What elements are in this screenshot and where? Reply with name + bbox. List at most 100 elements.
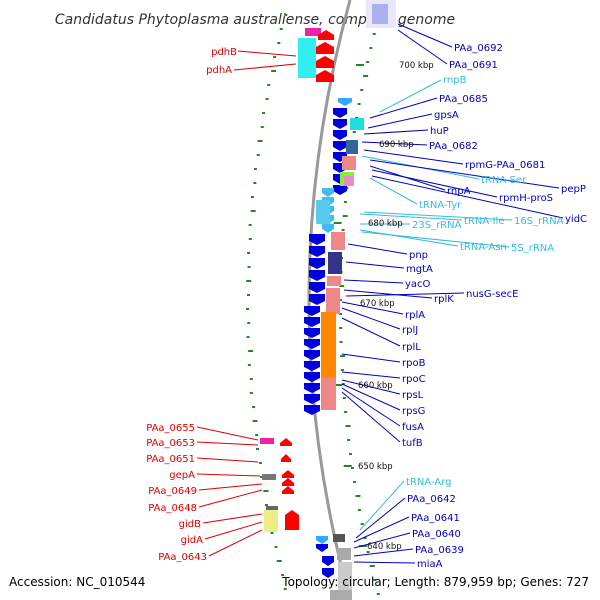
gene-label-right[interactable]: PAa_0639	[415, 545, 464, 556]
gene-label-right[interactable]: rpoC	[402, 374, 426, 385]
rna-label-right[interactable]: tRNA-Ile	[464, 216, 504, 227]
gene-label-right[interactable]: pepP	[561, 184, 586, 195]
rna-label-right[interactable]: tRNA-Asn	[460, 242, 507, 253]
gene-label-right[interactable]: rplK	[434, 294, 454, 305]
tick-mark	[357, 509, 361, 511]
gene-features	[260, 0, 396, 600]
gene-label-left[interactable]: pdhB	[211, 47, 237, 58]
label-connector	[198, 483, 263, 491]
gene-label-left[interactable]: PAa_0643	[158, 552, 207, 563]
gene-label-right[interactable]: PAa_0682	[429, 141, 478, 152]
rna-label-right[interactable]: tRNA-Ser	[481, 175, 527, 186]
tick-mark	[369, 565, 375, 567]
tick-mark	[339, 313, 343, 315]
gene-arrow	[304, 317, 320, 327]
gene-block	[372, 4, 388, 24]
tick-mark	[255, 448, 259, 450]
gene-label-right[interactable]: PAa_0641	[411, 513, 460, 524]
gene-label-right[interactable]: PAa_0642	[407, 494, 456, 505]
gene-label-right[interactable]: gpsA	[434, 110, 459, 121]
label-connector	[341, 301, 404, 315]
tick-mark	[369, 47, 373, 49]
tick-mark	[284, 14, 288, 16]
tick-mark	[353, 481, 357, 483]
label-connector	[208, 529, 263, 557]
gene-label-right[interactable]: fusA	[402, 422, 424, 433]
gene-arrow	[280, 438, 292, 446]
gene-label-right[interactable]: tufB	[402, 438, 423, 449]
kbp-label-700: 700 kbp	[399, 61, 434, 71]
gene-label-right[interactable]: mgtA	[406, 264, 433, 275]
gene-label-right[interactable]: PAa_0640	[412, 529, 461, 540]
gene-arrow	[304, 361, 320, 371]
gene-label-right[interactable]: rplL	[402, 342, 421, 353]
tick-mark	[341, 229, 345, 231]
gene-label-right[interactable]: rpoB	[402, 358, 426, 369]
gene-arrow	[304, 383, 320, 393]
gene-label-right[interactable]: yacO	[405, 279, 431, 290]
tick-mark	[247, 252, 251, 254]
tick-mark	[255, 434, 259, 436]
tick-mark	[342, 215, 348, 217]
gene-label-left[interactable]: PAa_0649	[148, 486, 197, 497]
tick-mark	[355, 495, 361, 497]
gene-block	[330, 590, 352, 600]
gene-label-right[interactable]: pnp	[409, 250, 428, 261]
label-connector	[359, 229, 459, 247]
tick-mark	[273, 56, 277, 58]
kbp-label-690: 690 kbp	[379, 140, 414, 150]
gene-label-right[interactable]: miaA	[417, 559, 443, 570]
gene-label-left[interactable]: gidB	[179, 519, 201, 530]
tick-mark	[274, 546, 278, 548]
tick-mark	[250, 210, 256, 212]
rna-label-right[interactable]: tRNA-Arg	[406, 477, 451, 488]
tick-mark	[360, 89, 364, 91]
gene-arrow	[304, 372, 320, 382]
gene-label-right[interactable]: rnpA	[447, 186, 471, 197]
gene-block	[327, 276, 341, 286]
gene-label-right[interactable]: rpsL	[402, 390, 424, 401]
rna-label-right[interactable]: 5S_rRNA	[511, 243, 554, 254]
gene-label-right[interactable]: PAa_0692	[454, 43, 503, 54]
rna-label-right[interactable]: rnpB	[443, 75, 467, 86]
gene-label-right[interactable]: rpsG	[402, 406, 425, 417]
map-title: Candidatus Phytoplasma australiense, com…	[55, 12, 455, 28]
gene-label-right[interactable]: rplA	[405, 310, 425, 321]
rna-label-right[interactable]: tRNA-Tyr	[419, 200, 462, 211]
label-connector	[345, 261, 405, 269]
rna-label-right[interactable]: 16S_rRNA	[514, 216, 564, 227]
tick-mark	[262, 112, 266, 114]
ruler-tick	[355, 64, 364, 66]
label-connector	[363, 129, 429, 135]
rna-label-right[interactable]: 23S_rRNA	[412, 220, 462, 231]
gene-label-left[interactable]: gepA	[169, 470, 195, 481]
gene-label-left[interactable]: PAa_0648	[148, 503, 197, 514]
gene-label-right[interactable]: nusG-secE	[466, 289, 518, 300]
gene-label-right[interactable]: rpmG-PAa_0681	[465, 160, 545, 171]
tick-mark	[363, 537, 367, 539]
tick-mark	[252, 406, 256, 408]
gene-arrow	[304, 328, 320, 338]
gene-label-left[interactable]: gidA	[181, 535, 203, 546]
label-connector	[196, 426, 259, 441]
label-connector	[196, 441, 259, 446]
label-connector	[353, 548, 414, 557]
gene-block	[321, 312, 336, 378]
gene-label-right[interactable]: rplJ	[402, 325, 418, 336]
gene-arrow	[282, 470, 294, 478]
gene-label-right[interactable]: PAa_0691	[449, 60, 498, 71]
gene-arrow	[316, 544, 328, 552]
gene-label-right[interactable]: huP	[430, 126, 449, 137]
tick-mark	[249, 378, 253, 380]
gene-block	[338, 562, 352, 592]
gene-label-left[interactable]: PAa_0653	[146, 438, 195, 449]
kbp-label-650: 650 kbp	[358, 462, 393, 472]
gene-label-right[interactable]: PAa_0685	[439, 94, 488, 105]
gene-label-left[interactable]: PAa_0655	[146, 423, 195, 434]
label-connector	[353, 561, 416, 564]
gene-label-right[interactable]: yidC	[565, 214, 587, 225]
gene-block	[333, 534, 345, 542]
gene-label-left[interactable]: pdhA	[206, 65, 232, 76]
gene-label-right[interactable]: rpmH-proS	[499, 193, 553, 204]
gene-label-left[interactable]: PAa_0651	[146, 454, 195, 465]
